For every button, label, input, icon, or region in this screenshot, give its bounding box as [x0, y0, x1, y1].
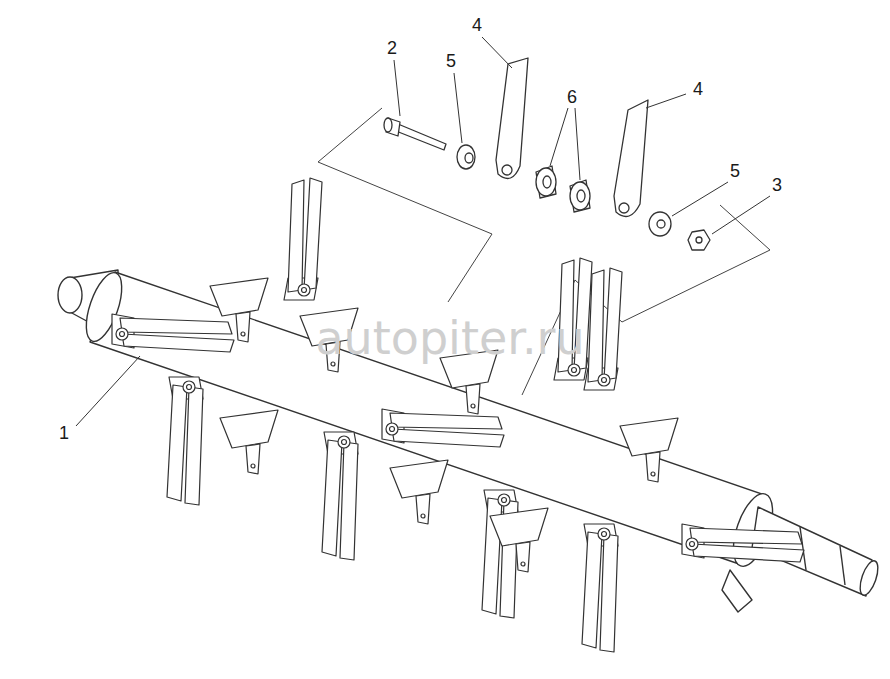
callout-number: 5: [446, 52, 456, 70]
callout-number: 3: [772, 176, 782, 194]
watermark: autopiter.ru: [315, 315, 584, 361]
callout-number: 4: [693, 80, 703, 98]
callout-number: 6: [567, 88, 577, 106]
callout-number: 4: [472, 16, 482, 34]
callout-number: 2: [387, 39, 397, 57]
callout-number: 1: [59, 424, 69, 442]
callout-number: 5: [730, 162, 740, 180]
